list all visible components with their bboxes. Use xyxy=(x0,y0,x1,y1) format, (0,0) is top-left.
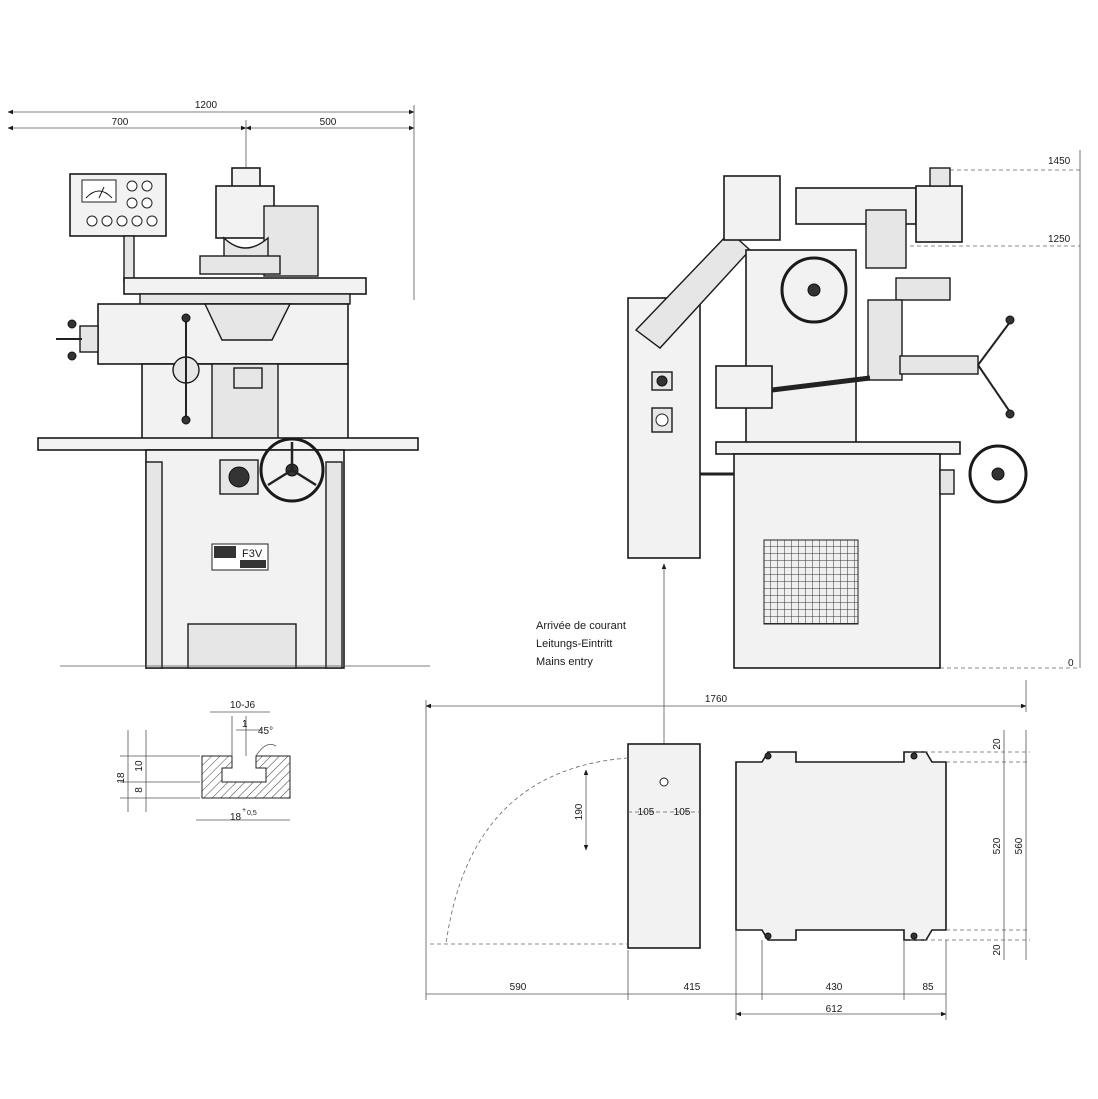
tslot-depth-total: 18 xyxy=(116,772,127,784)
feed-shaft xyxy=(899,355,979,375)
cable-entry-fr: Arrivée de courant xyxy=(536,620,626,632)
spindle-cap xyxy=(231,167,261,189)
crank-handle-knob xyxy=(67,319,77,329)
tslot-section xyxy=(201,755,291,799)
base-door xyxy=(187,623,297,669)
tailstock xyxy=(715,365,773,409)
plan-view: 1760 20 520 560 20 190 105 105 xyxy=(425,680,1030,1020)
dim-520: 520 xyxy=(992,837,1003,854)
tslot-width-tol: 0,5 xyxy=(247,810,257,817)
model-name: F3V xyxy=(242,548,263,560)
dim-1250: 1250 xyxy=(1048,234,1071,245)
tslot-chamfer: 1 xyxy=(242,719,248,730)
dim-105-right: 105 xyxy=(674,807,691,818)
work-table xyxy=(123,277,367,295)
front-view: 1200 700 500 xyxy=(7,100,430,669)
ventilation-grille xyxy=(763,539,859,625)
table-handwheel xyxy=(259,437,325,503)
tslot-width: 18 xyxy=(230,812,242,823)
side-tray xyxy=(715,441,961,455)
dim-20-bot: 20 xyxy=(992,944,1003,956)
cabinet-footprint xyxy=(627,743,701,949)
tslot-width-plus: + xyxy=(242,807,246,814)
coolant-tray xyxy=(37,437,419,451)
dim-0: 0 xyxy=(1068,658,1074,669)
dim-1760: 1760 xyxy=(705,694,728,705)
dim-612: 612 xyxy=(826,1004,843,1015)
dim-20-top: 20 xyxy=(992,738,1003,750)
door-swing-arc xyxy=(445,757,629,945)
dim-1200: 1200 xyxy=(195,100,218,111)
spindle-head xyxy=(915,185,963,243)
side-base-handwheel xyxy=(968,444,1028,504)
side-view: 1450 1250 0 xyxy=(536,150,1081,780)
dim-430: 430 xyxy=(826,982,843,993)
cable-entry-en: Mains entry xyxy=(536,656,593,668)
vise xyxy=(895,277,951,301)
tslot-fit: 10-J6 xyxy=(230,700,255,711)
dim-560: 560 xyxy=(1014,837,1025,854)
side-handwheel xyxy=(780,256,848,324)
side-column xyxy=(745,249,857,445)
tslot-angle: 45° xyxy=(258,726,273,737)
dim-1450: 1450 xyxy=(1048,156,1071,167)
dim-415: 415 xyxy=(684,982,701,993)
control-panel-side xyxy=(723,175,781,241)
tslot-detail: 10-J6 1 45° 18 10 8 18 + 0,5 xyxy=(116,700,291,823)
tslot-depth-upper: 10 xyxy=(134,760,145,772)
dim-590: 590 xyxy=(510,982,527,993)
dim-700: 700 xyxy=(112,117,129,128)
dim-190: 190 xyxy=(574,803,585,820)
panel-buttons xyxy=(86,180,158,227)
machine-footprint xyxy=(735,751,947,941)
dim-85: 85 xyxy=(922,982,934,993)
dim-500: 500 xyxy=(320,117,337,128)
tslot-depth-lower: 8 xyxy=(134,787,145,793)
dim-105-left: 105 xyxy=(638,807,655,818)
cable-entry-de: Leitungs-Eintritt xyxy=(536,638,612,650)
